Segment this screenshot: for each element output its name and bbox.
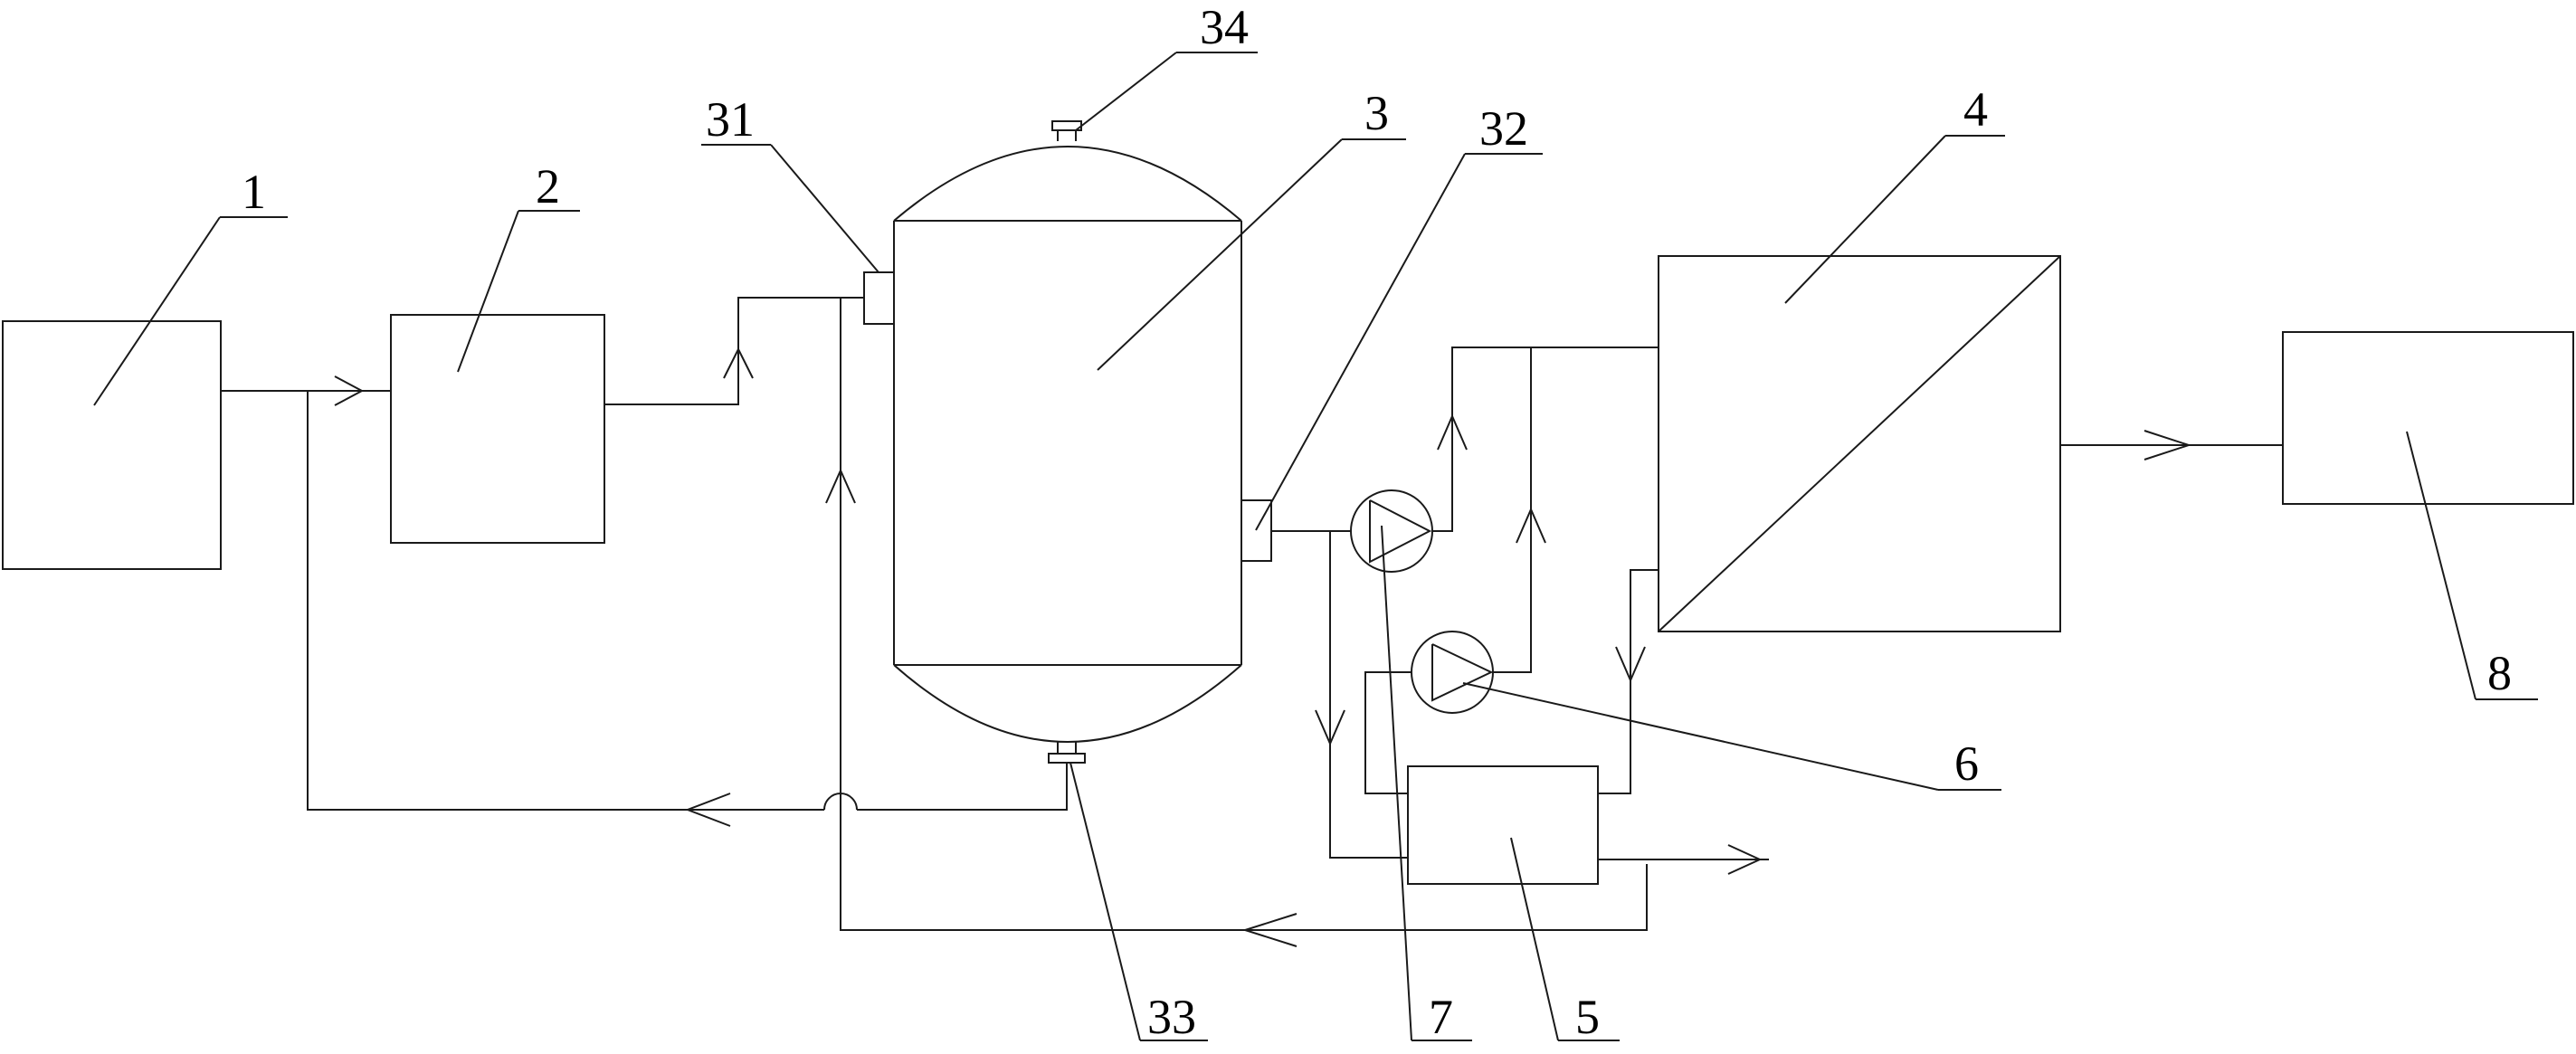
label-port-32: 32 bbox=[1479, 101, 1528, 156]
leader-port-34 bbox=[1075, 52, 1258, 131]
label-unit-4: 4 bbox=[1963, 82, 1988, 137]
flow-arrow bbox=[1727, 844, 1763, 875]
flow-arrow bbox=[723, 347, 754, 379]
flow-arrow bbox=[334, 375, 365, 406]
pipe-4-to-5 bbox=[1598, 569, 1659, 794]
unit-5-box bbox=[1407, 765, 1599, 885]
leader-tank-3 bbox=[1097, 138, 1406, 371]
port-33-nozzle bbox=[1048, 742, 1086, 764]
label-port-34: 34 bbox=[1200, 0, 1249, 54]
leader-unit-5 bbox=[1510, 837, 1620, 1041]
label-port-33: 33 bbox=[1147, 990, 1196, 1044]
flow-arrow bbox=[1516, 507, 1546, 544]
unit-4-box bbox=[1658, 255, 2061, 632]
leader-unit-6 bbox=[1462, 682, 2001, 791]
label-pump-7: 7 bbox=[1429, 990, 1453, 1044]
leader-port-31 bbox=[701, 144, 879, 273]
leader-unit-2 bbox=[457, 210, 580, 373]
leader-port-32 bbox=[1255, 153, 1543, 531]
unit-1-box bbox=[2, 320, 222, 570]
pipe-2-to-31 bbox=[604, 297, 864, 405]
flow-arrow bbox=[1437, 413, 1468, 451]
unit-2-box bbox=[390, 314, 605, 544]
tank-3 bbox=[893, 146, 1242, 743]
label-unit-1: 1 bbox=[242, 165, 266, 219]
flow-arrow bbox=[2143, 430, 2192, 461]
label-tank-3: 3 bbox=[1364, 86, 1389, 140]
leader-unit-4 bbox=[1784, 135, 2005, 304]
leader-pump-7 bbox=[1381, 525, 1472, 1041]
pump-6 bbox=[1411, 631, 1494, 714]
label-port-31: 31 bbox=[706, 92, 755, 147]
port-34-nozzle bbox=[1051, 120, 1082, 141]
pipe-5-recycle bbox=[840, 298, 1648, 931]
label-unit-2: 2 bbox=[536, 159, 560, 214]
flow-arrow bbox=[1241, 913, 1298, 947]
pipe-branch-to-5 bbox=[1329, 531, 1408, 859]
pipe-33-return-cont bbox=[307, 391, 824, 811]
pipe-pump6-to-4 bbox=[1493, 347, 1532, 673]
leader-unit-8 bbox=[2406, 431, 2538, 700]
pipe-pump7-to-4 bbox=[1432, 347, 1659, 532]
pipe-5-to-pump6 bbox=[1364, 671, 1412, 794]
label-unit-5: 5 bbox=[1575, 990, 1600, 1044]
leader-unit-1 bbox=[93, 216, 288, 406]
flow-arrow bbox=[685, 793, 731, 827]
flow-arrow bbox=[1615, 646, 1646, 683]
port-31-nozzle bbox=[863, 271, 895, 325]
flow-arrow bbox=[825, 468, 856, 504]
pipe-33-return bbox=[857, 763, 1068, 811]
unit-8-box bbox=[2282, 331, 2574, 505]
pump-7 bbox=[1350, 489, 1433, 573]
label-unit-8: 8 bbox=[2487, 646, 2512, 700]
flow-arrow bbox=[1315, 709, 1345, 746]
label-unit-6: 6 bbox=[1954, 736, 1979, 791]
leader-port-33 bbox=[1069, 762, 1208, 1041]
